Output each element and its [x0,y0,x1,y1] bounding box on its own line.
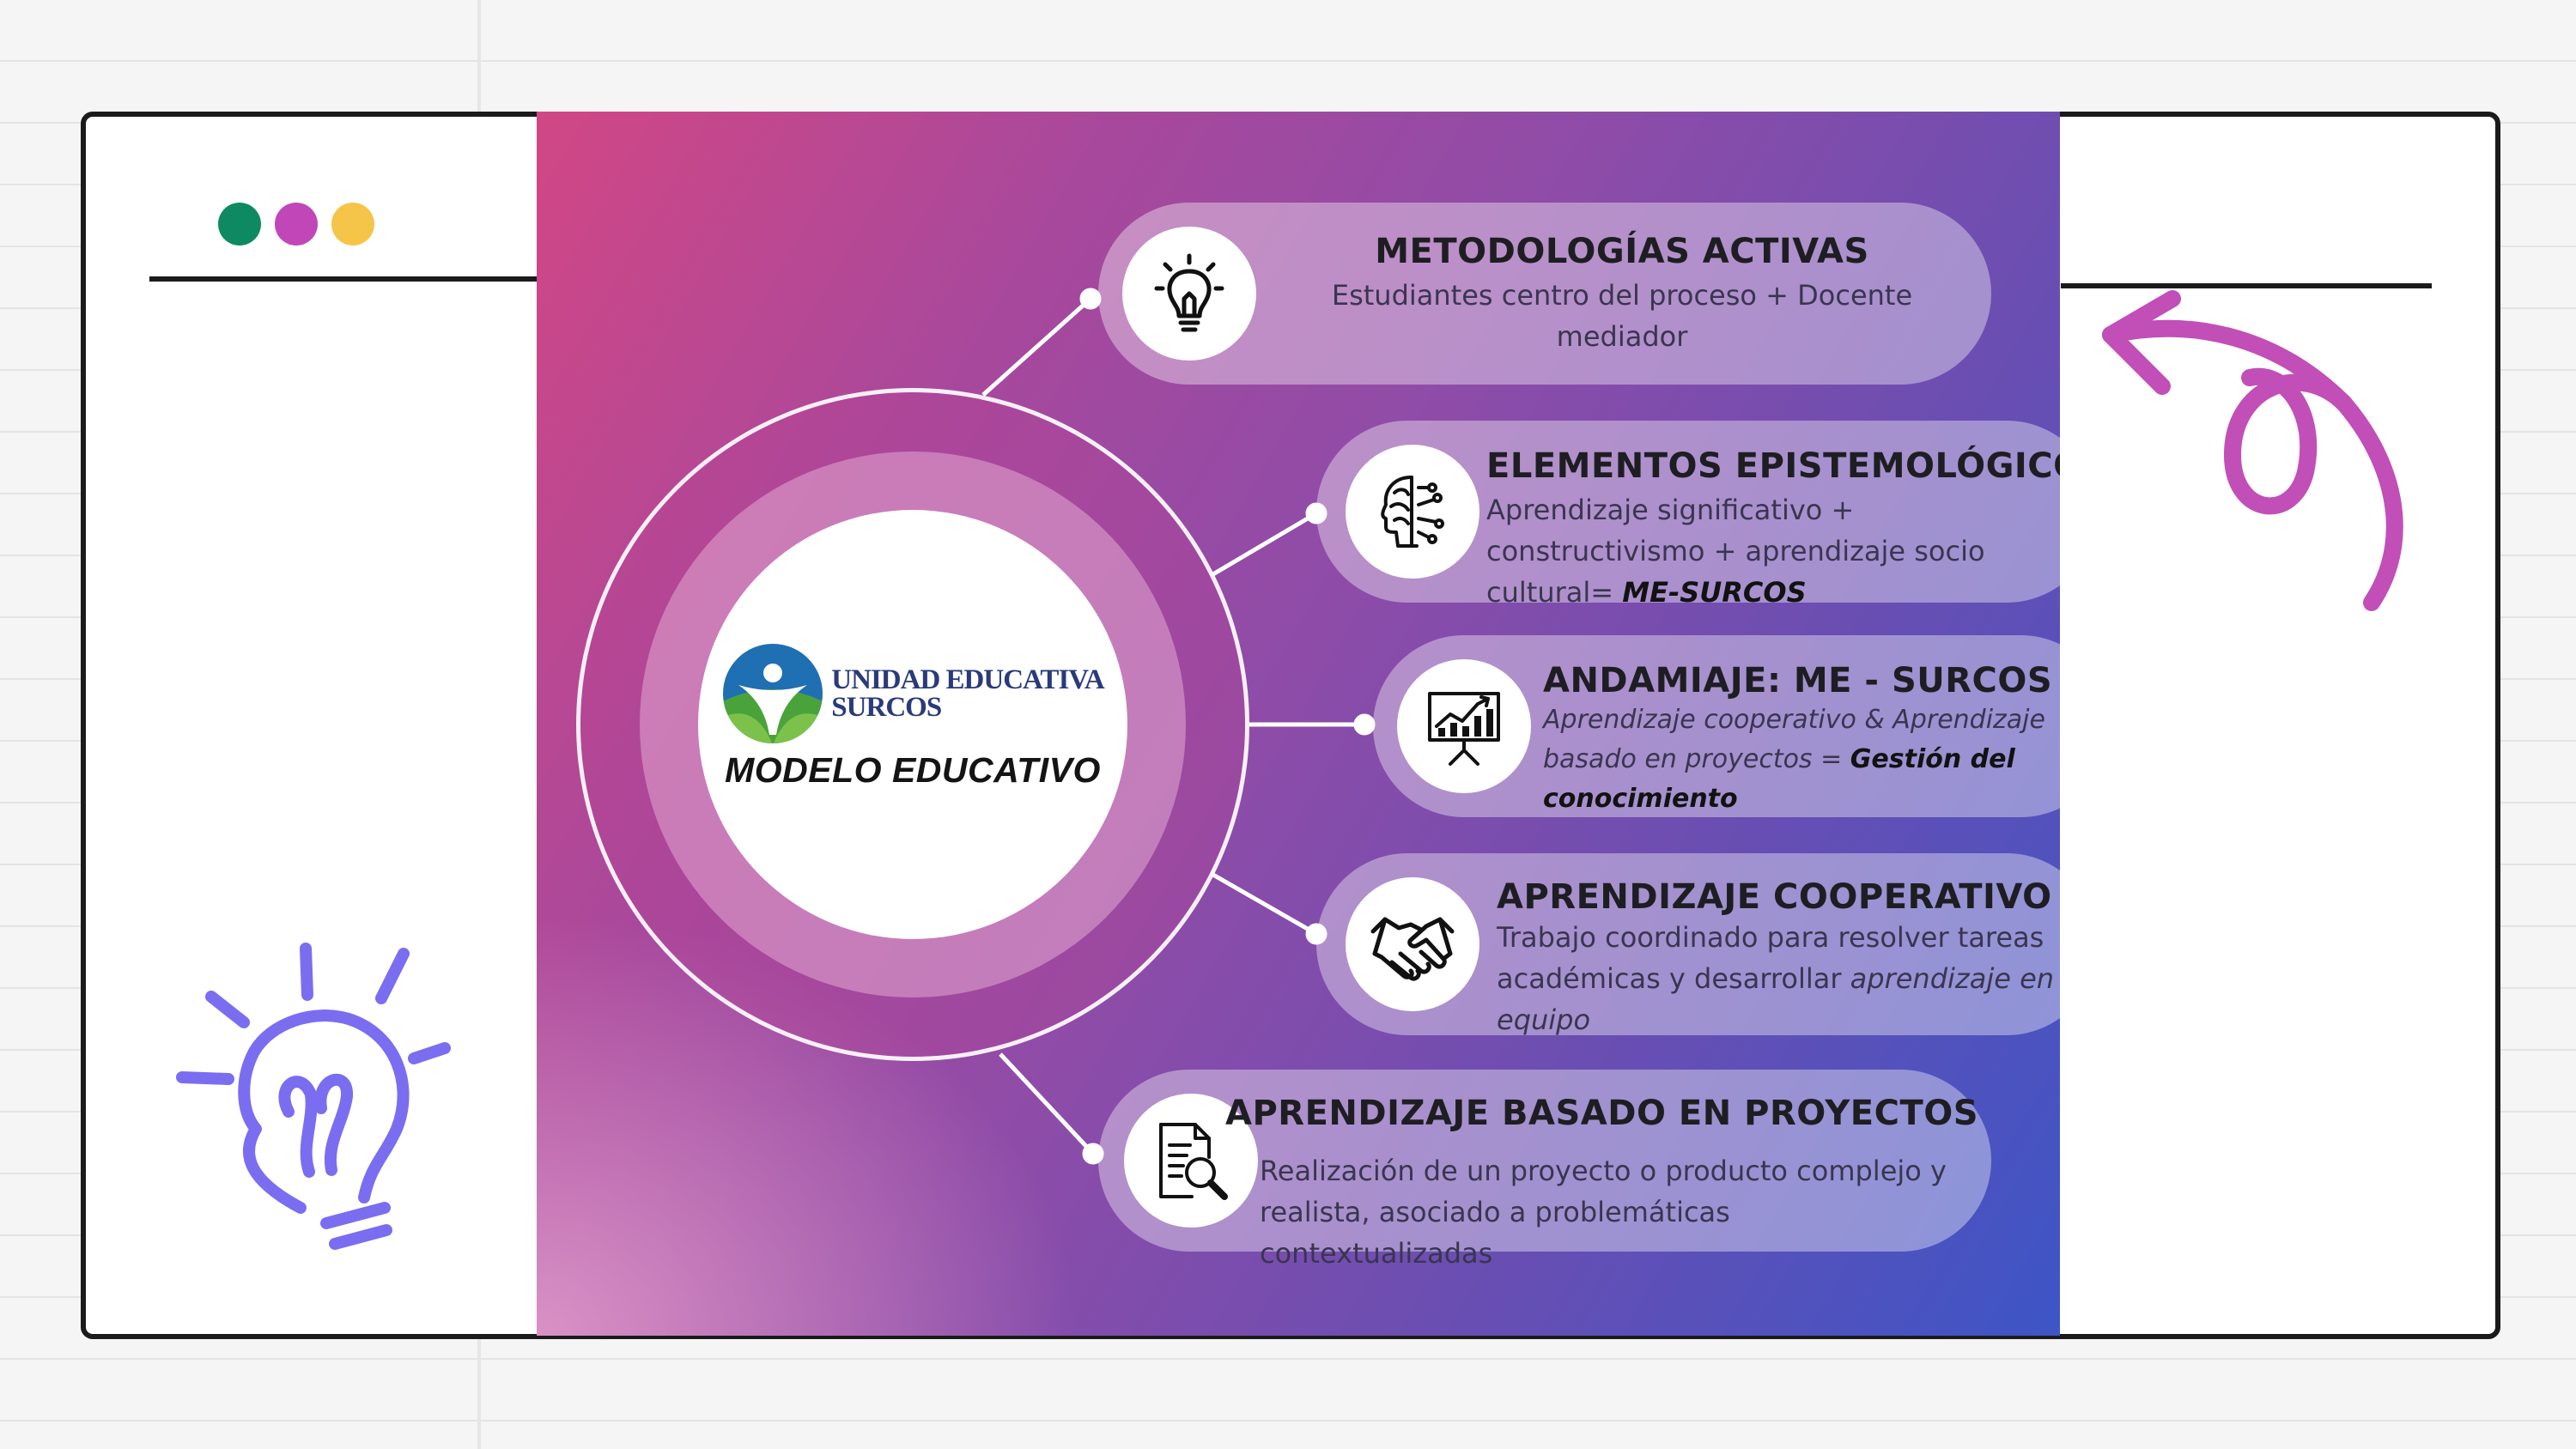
connector-node-2 [1305,502,1327,524]
center-title: MODELO EDUCATIVO [725,749,1101,790]
connector-node-5 [1082,1143,1104,1165]
school-logo: UNIDAD EDUCATIVA SURCOS [721,642,1105,745]
card-metodologias-activas[interactable]: METODOLOGÍAS ACTIVAS Estudiantes centro … [1098,203,1991,385]
curly-arrow-icon [2102,290,2403,611]
connector-lines [981,288,1376,1165]
header-divider-right [2061,283,2432,288]
presentation-chart-icon [1397,659,1531,793]
connector-node-4 [1305,923,1327,945]
lightbulb-icon [1122,227,1256,361]
card-desc-2: Aprendizaje significativo + constructivi… [1486,494,1985,609]
card-title-3: ANDAMIAJE: ME - SURCOS [1543,661,2053,700]
card-desc-3: Aprendizaje cooperativo & Aprendizaje ba… [1543,705,2045,774]
logo-line-1: UNIDAD EDUCATIVA [831,664,1104,695]
school-logo-icon [723,643,823,743]
modelo-educativo-infographic: UNIDAD EDUCATIVA SURCOS MODELO EDUCATIVO [537,112,2060,1336]
handshake-icon [1346,877,1479,1011]
center-core: UNIDAD EDUCATIVA SURCOS MODELO EDUCATIVO [698,510,1127,939]
brain-head-icon [1346,445,1479,579]
card-desc-4-em: aprendizaje en equipo [1497,962,2055,1036]
card-desc-1: Estudiantes centro del proceso + Docente… [1331,279,1913,353]
card-desc-3-strong: Gestión del conocimiento [1543,744,2015,814]
card-desc-2-strong: ME-SURCOS [1622,576,1807,609]
connector-node-3 [1353,713,1376,736]
card-title-4: APRENDIZAJE COOPERATIVO [1497,877,2052,917]
card-title-5: APRENDIZAJE BASADO EN PROYECTOS [1225,1094,1979,1133]
window-dot-green[interactable] [218,203,261,246]
header-divider-left [149,276,544,282]
card-title-2: ELEMENTOS EPISTEMOLÓGICOS [1486,446,2060,486]
card-title-1: METODOLOGÍAS ACTIVAS [1375,232,1869,271]
window-dot-yellow[interactable] [331,203,374,246]
card-aprendizaje-cooperativo[interactable]: APRENDIZAJE COOPERATIVO Trabajo coordina… [1316,853,2060,1036]
card-desc-4: Trabajo coordinado para resolver tareas … [1497,921,2044,995]
connector-line-1 [981,297,1092,397]
connector-line-2 [1210,511,1318,578]
window-controls [218,203,374,246]
document-search-icon [1124,1094,1258,1228]
connector-node-1 [1079,288,1102,310]
connector-line-4 [1210,871,1318,937]
card-elementos-epistemologicos[interactable]: ELEMENTOS EPISTEMOLÓGICOS Aprendizaje si… [1316,421,2060,609]
card-andamiaje[interactable]: ANDAMIAJE: ME - SURCOS Aprendizaje coope… [1373,635,2060,817]
card-aprendizaje-basado-proyectos[interactable]: APRENDIZAJE BASADO EN PROYECTOS Realizac… [1098,1070,1991,1270]
card-desc-5: Realización de un proyecto o producto co… [1260,1155,1947,1270]
logo-line-2: SURCOS [831,691,942,723]
connector-line-5 [999,1052,1095,1155]
window-dot-magenta[interactable] [275,203,318,246]
lightbulb-doodle-icon [176,943,451,1250]
